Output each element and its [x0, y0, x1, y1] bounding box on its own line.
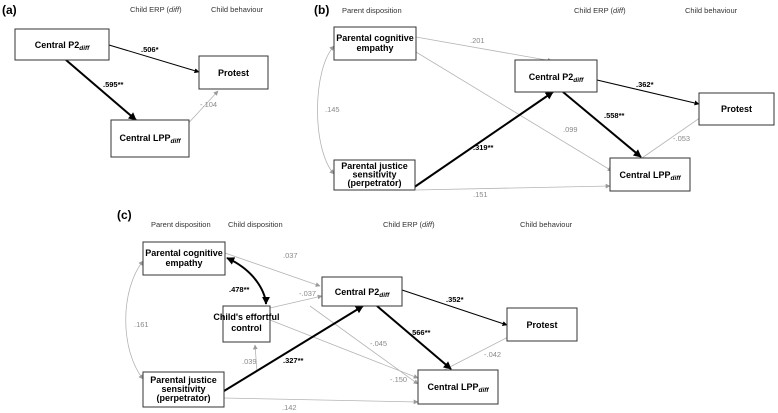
panel-b-edge-justice-lpp: [415, 183, 611, 191]
panel-b-edge-empathy-lpp: [415, 51, 613, 172]
panel-c-edge-p2-lpp-thin: [309, 305, 419, 385]
panel-a-edge-lpp-protest: [183, 90, 219, 129]
panel-c-coef-justice-p2: .327**: [283, 356, 304, 365]
panel-b-header-parent-disposition: Parent disposition: [342, 6, 402, 15]
panel-b-edge-p2-protest: [579, 75, 700, 106]
svg-text:empathy: empathy: [165, 258, 202, 268]
panel-a-edge-p2-lpp: [65, 59, 137, 121]
panel-b-coef-p2-protest: .362*: [636, 80, 654, 89]
panel-b-header-child-behaviour: Child behaviour: [685, 6, 738, 15]
svg-text:Central P2diff: Central P2diff: [335, 287, 390, 299]
panel-a-node-central-p2: Central P2diff: [14, 28, 110, 61]
panel-c-edge-empathy-justice: [125, 260, 144, 380]
svg-text:Central LPPdiff: Central LPPdiff: [427, 382, 489, 394]
panel-c-edge-lpp-protest: [443, 334, 513, 371]
panel-c-edge-p2-lpp: [376, 305, 452, 370]
panel-a: (a) Child ERP (diff) Child behaviour Cen…: [2, 3, 269, 158]
panel-a-header-child-behaviour: Child behaviour: [211, 5, 264, 14]
panel-c-coef-justice-control: .039: [242, 357, 257, 366]
svg-text:Parental justice: Parental justice: [150, 375, 217, 385]
panel-b-coef-lpp-protest: -.053: [673, 134, 690, 143]
panel-a-node-central-lpp: Central LPPdiff: [110, 119, 190, 158]
panel-b-node-central-lpp: Central LPPdiff: [609, 157, 691, 192]
panel-c-coef-justice-lpp: .142: [282, 403, 297, 412]
panel-c-edge-justice-control: [252, 344, 258, 373]
panel-c-coef-empathy-p2: .037: [283, 251, 298, 260]
panel-c-node-central-lpp: Central LPPdiff: [417, 369, 499, 405]
panel-c-edge-empathy-control: [226, 257, 270, 305]
panel-c-edge-control-p2: [269, 294, 323, 309]
panel-b-coef-empathy-justice: .145: [325, 105, 340, 114]
panel-a-edge-p2-protest: [108, 44, 200, 74]
svg-text:control: control: [231, 323, 262, 333]
panel-c-coef-p2-lpp: .566**: [410, 328, 431, 337]
panel-a-label: (a): [2, 3, 17, 17]
panel-b-coef-empathy-lpp: .099: [563, 125, 578, 134]
panel-b-node-protest: Protest: [698, 92, 775, 126]
panel-a-coef-p2-lpp: .595**: [103, 80, 124, 89]
svg-text:Protest: Protest: [721, 104, 752, 114]
svg-text:(perpetrator): (perpetrator): [156, 393, 210, 403]
panel-c-header-child-behaviour: Child behaviour: [520, 220, 573, 229]
panel-b-edge-lpp-protest: [641, 114, 705, 159]
svg-text:empathy: empathy: [356, 43, 393, 53]
panel-b-node-parental-justice-sensitivity: Parental justice sensitivity (perpetrato…: [333, 159, 416, 191]
svg-text:Protest: Protest: [526, 320, 557, 330]
panel-c-coef-lpp-protest: -.042: [484, 350, 501, 359]
panel-b-coef-empathy-p2: .201: [470, 36, 485, 45]
panel-b-coef-justice-p2: .319**: [473, 143, 494, 152]
svg-text:Protest: Protest: [218, 68, 249, 78]
panel-c-edge-control-lpp: [269, 319, 419, 379]
panel-b-node-parental-cognitive-empathy: Parental cognitive empathy: [333, 26, 417, 61]
panel-c-node-parental-justice-sensitivity: Parental justice sensitivity (perpetrato…: [142, 371, 225, 408]
svg-text:sensitivity: sensitivity: [161, 384, 205, 394]
panel-a-node-protest: Protest: [198, 55, 269, 90]
panel-c-label: (c): [117, 208, 132, 222]
panel-b-edge-empathy-justice: [317, 45, 335, 175]
panel-c-node-child-effortful-control: Child's effortful control: [213, 305, 280, 343]
svg-text:sensitivity: sensitivity: [352, 170, 396, 180]
panel-b-edge-empathy-p2: [415, 36, 553, 63]
panel-b-coef-justice-lpp: .151: [473, 190, 488, 199]
panel-c-coef-p2-protest: .352*: [446, 295, 464, 304]
panel-c-edge-justice-p2: [223, 305, 364, 392]
svg-text:Central LPPdiff: Central LPPdiff: [119, 133, 181, 145]
panel-c-header-child-erp: Child ERP (diff): [383, 220, 435, 229]
svg-text:Parental justice: Parental justice: [341, 161, 408, 171]
panel-b-node-central-p2: Central P2diff: [514, 59, 598, 93]
svg-text:Parental cognitive: Parental cognitive: [145, 248, 223, 258]
panel-c-edge-p2-protest: [401, 289, 508, 326]
panel-c-header-child-disposition: Child disposition: [228, 220, 283, 229]
svg-text:Central P2diff: Central P2diff: [529, 72, 584, 84]
panel-c-coef-empathy-control: .478**: [229, 285, 250, 294]
svg-text:Parental cognitive: Parental cognitive: [336, 33, 414, 43]
panel-c-coef-empathy-justice: .161: [134, 320, 149, 329]
panel-b: (b) Parent disposition Child ERP (diff) …: [314, 3, 775, 199]
svg-text:Child's effortful: Child's effortful: [213, 312, 279, 322]
panel-c-node-parental-cognitive-empathy: Parental cognitive empathy: [142, 241, 226, 276]
svg-text:Central P2diff: Central P2diff: [35, 40, 90, 52]
panel-c-node-central-p2: Central P2diff: [321, 276, 403, 307]
panel-c-header-parent-disposition: Parent disposition: [151, 220, 211, 229]
panel-a-header-child-erp: Child ERP (diff): [130, 5, 182, 14]
panel-b-edge-justice-p2: [412, 91, 554, 189]
panel-b-coef-p2-lpp: .558**: [604, 111, 625, 120]
panel-a-coef-p2-protest: .506*: [141, 45, 159, 54]
panel-a-coef-lpp-protest: -.104: [200, 100, 217, 109]
panel-c-coef-control-lpp: -.045: [370, 339, 387, 348]
panel-c-edge-empathy-p2: [224, 252, 321, 287]
panel-c-coef-p2-lpp-thin: -.150: [390, 375, 407, 384]
panel-b-header-child-erp: Child ERP (diff): [574, 6, 626, 15]
panel-c: (c) Parent disposition Child disposition…: [117, 208, 578, 412]
panel-b-label: (b): [314, 3, 329, 17]
panel-c-edge-justice-lpp: [223, 397, 419, 405]
panel-c-coef-control-p2: -.037: [299, 289, 316, 298]
panel-c-node-protest: Protest: [506, 307, 578, 342]
svg-text:Central LPPdiff: Central LPPdiff: [619, 170, 681, 182]
panel-b-edge-p2-lpp: [562, 91, 642, 158]
svg-text:(perpetrator): (perpetrator): [347, 178, 401, 188]
